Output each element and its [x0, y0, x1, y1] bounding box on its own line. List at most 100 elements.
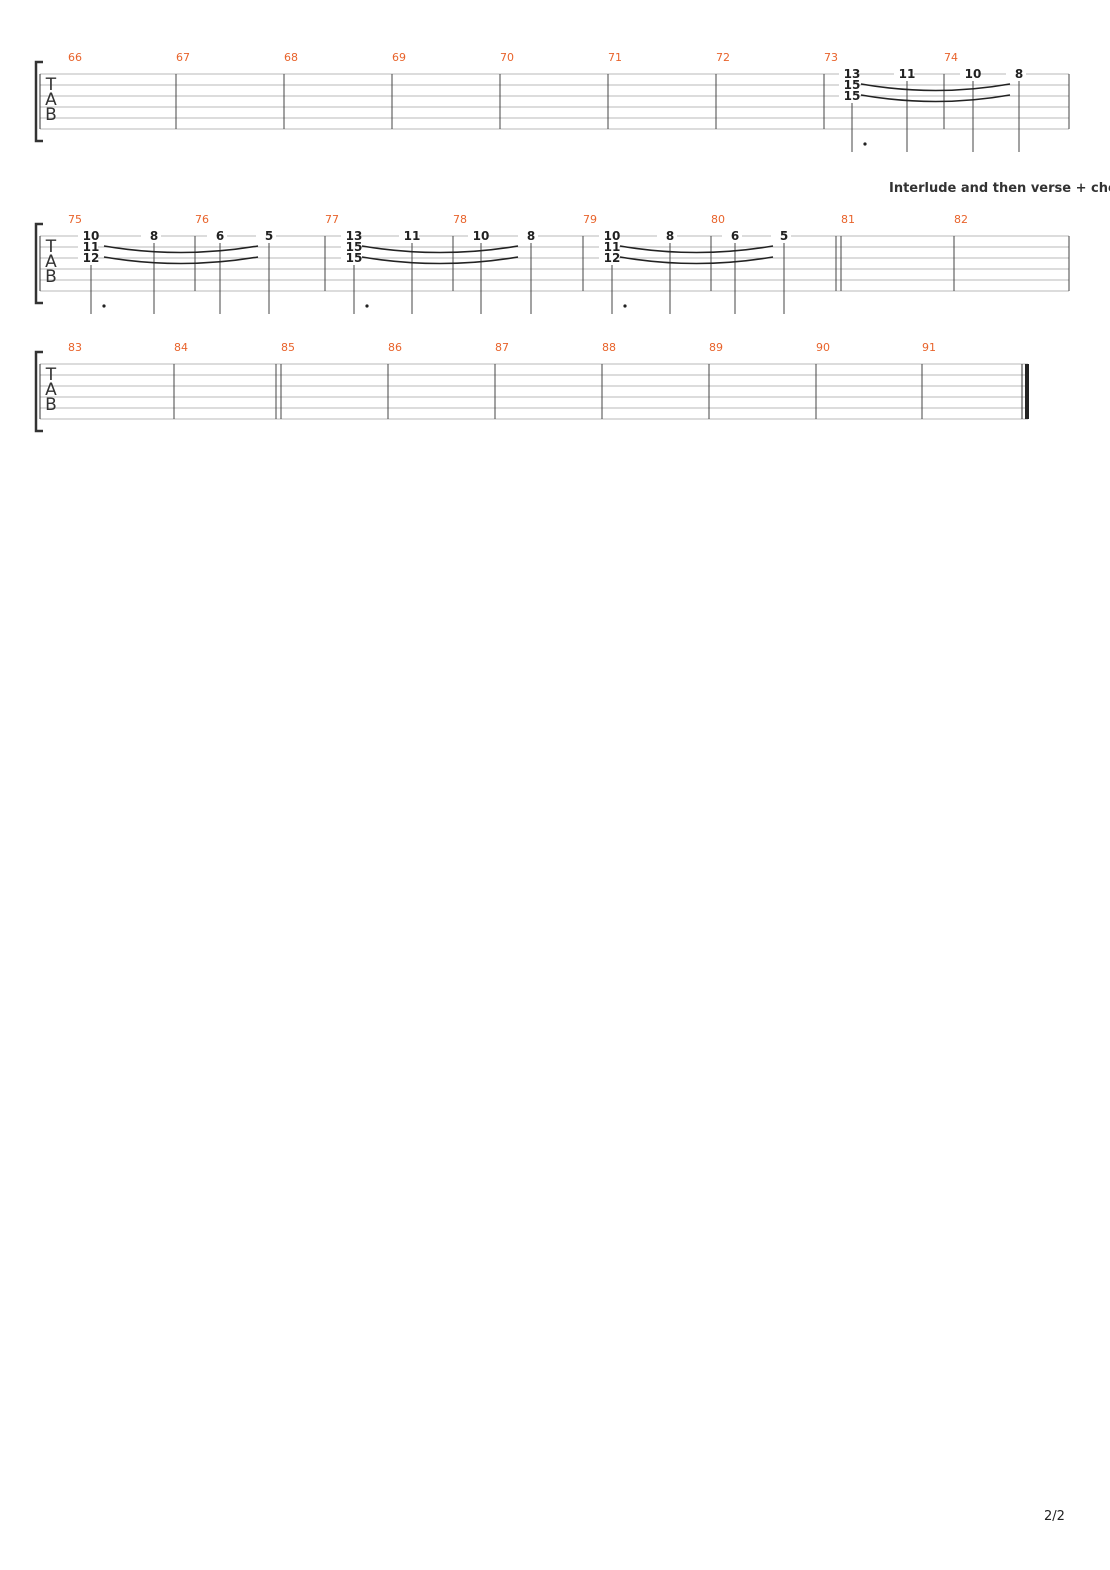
measure-number: 77	[325, 213, 339, 226]
fret-number: 8	[666, 229, 674, 243]
measure-number: 68	[284, 51, 298, 64]
fret-bg	[518, 232, 538, 241]
fret-bg	[839, 92, 859, 101]
fret-number: 11	[899, 67, 916, 81]
fret-bg	[599, 243, 619, 252]
tie-curve	[103, 256, 259, 265]
measure-number: 80	[711, 213, 725, 226]
fret-number: 6	[216, 229, 224, 243]
fret-bg	[341, 254, 361, 263]
fret-number: 12	[604, 251, 621, 265]
fret-number: 13	[844, 67, 861, 81]
fret-number: 8	[150, 229, 158, 243]
tie-curve	[619, 256, 774, 265]
measure-number: 84	[174, 341, 188, 354]
fret-number: 15	[844, 89, 861, 103]
fret-number: 6	[731, 229, 739, 243]
fret-bg	[78, 254, 98, 263]
measure-number: 74	[944, 51, 958, 64]
fret-bg	[960, 70, 980, 79]
fret-number: 5	[780, 229, 788, 243]
measure-number: 82	[954, 213, 968, 226]
measure-number: 83	[68, 341, 82, 354]
fret-bg	[894, 70, 914, 79]
system-bracket	[34, 222, 43, 305]
measure-number: 70	[500, 51, 514, 64]
fret-number: 10	[965, 67, 982, 81]
fret-bg	[341, 243, 361, 252]
tie-curve	[860, 94, 1011, 103]
rhythm-dot	[365, 304, 369, 308]
measure-number: 76	[195, 213, 209, 226]
tie-curve	[103, 245, 259, 254]
measure-number: 71	[608, 51, 622, 64]
measure-number: 73	[824, 51, 838, 64]
measure-number: 67	[176, 51, 190, 64]
system-bracket	[34, 350, 43, 433]
fret-bg	[839, 81, 859, 90]
fret-number: 11	[604, 240, 621, 254]
fret-bg	[256, 232, 276, 241]
measure-number: 78	[453, 213, 467, 226]
fret-bg	[207, 232, 227, 241]
system-bracket	[34, 60, 43, 143]
fret-number: 15	[346, 251, 363, 265]
fret-bg	[657, 232, 677, 241]
measure-number: 79	[583, 213, 597, 226]
tab-clef-letter: B	[45, 267, 57, 287]
fret-bg	[78, 232, 98, 241]
fret-bg	[771, 232, 791, 241]
fret-number: 12	[83, 251, 100, 265]
section-annotation: Interlude and then verse + chorus	[889, 181, 1110, 196]
fret-bg	[722, 232, 742, 241]
measure-number: 85	[281, 341, 295, 354]
fret-number: 10	[83, 229, 100, 243]
rhythm-dot	[863, 142, 867, 146]
tie-curve	[619, 245, 774, 254]
measure-number: 72	[716, 51, 730, 64]
page-number: 2/2	[1044, 1509, 1065, 1524]
fret-bg	[839, 70, 859, 79]
fret-bg	[399, 232, 419, 241]
rhythm-dot	[623, 304, 627, 308]
fret-number: 10	[473, 229, 490, 243]
fret-number: 8	[1015, 67, 1023, 81]
measure-number: 86	[388, 341, 402, 354]
fret-number: 11	[83, 240, 100, 254]
fret-bg	[141, 232, 161, 241]
fret-number: 8	[527, 229, 535, 243]
fret-number: 15	[844, 78, 861, 92]
measure-number: 90	[816, 341, 830, 354]
measure-number: 75	[68, 213, 82, 226]
tab-clef-letter: B	[45, 105, 57, 125]
fret-bg	[599, 254, 619, 263]
fret-number: 10	[604, 229, 621, 243]
tab-clef-letter: A	[45, 90, 57, 110]
fret-number: 13	[346, 229, 363, 243]
measure-number: 88	[602, 341, 616, 354]
tie-curve	[361, 256, 519, 265]
measure-number: 69	[392, 51, 406, 64]
tie-curve	[860, 83, 1011, 92]
fret-bg	[468, 232, 488, 241]
tab-clef-letter: T	[45, 75, 57, 95]
tie-curve	[361, 245, 519, 254]
fret-bg	[599, 232, 619, 241]
tab-clef-letter: T	[45, 237, 57, 257]
tab-clef-letter: A	[45, 380, 57, 400]
fret-bg	[1006, 70, 1026, 79]
fret-bg	[341, 232, 361, 241]
fret-number: 5	[265, 229, 273, 243]
measure-number: 89	[709, 341, 723, 354]
fret-bg	[78, 243, 98, 252]
rhythm-dot	[102, 304, 106, 308]
tab-clef-letter: T	[45, 365, 57, 385]
measure-number: 87	[495, 341, 509, 354]
tab-clef-letter: B	[45, 395, 57, 415]
measure-number: 91	[922, 341, 936, 354]
final-barline-thick	[1025, 364, 1029, 419]
fret-number: 15	[346, 240, 363, 254]
tab-clef-letter: A	[45, 252, 57, 272]
measure-number: 66	[68, 51, 82, 64]
